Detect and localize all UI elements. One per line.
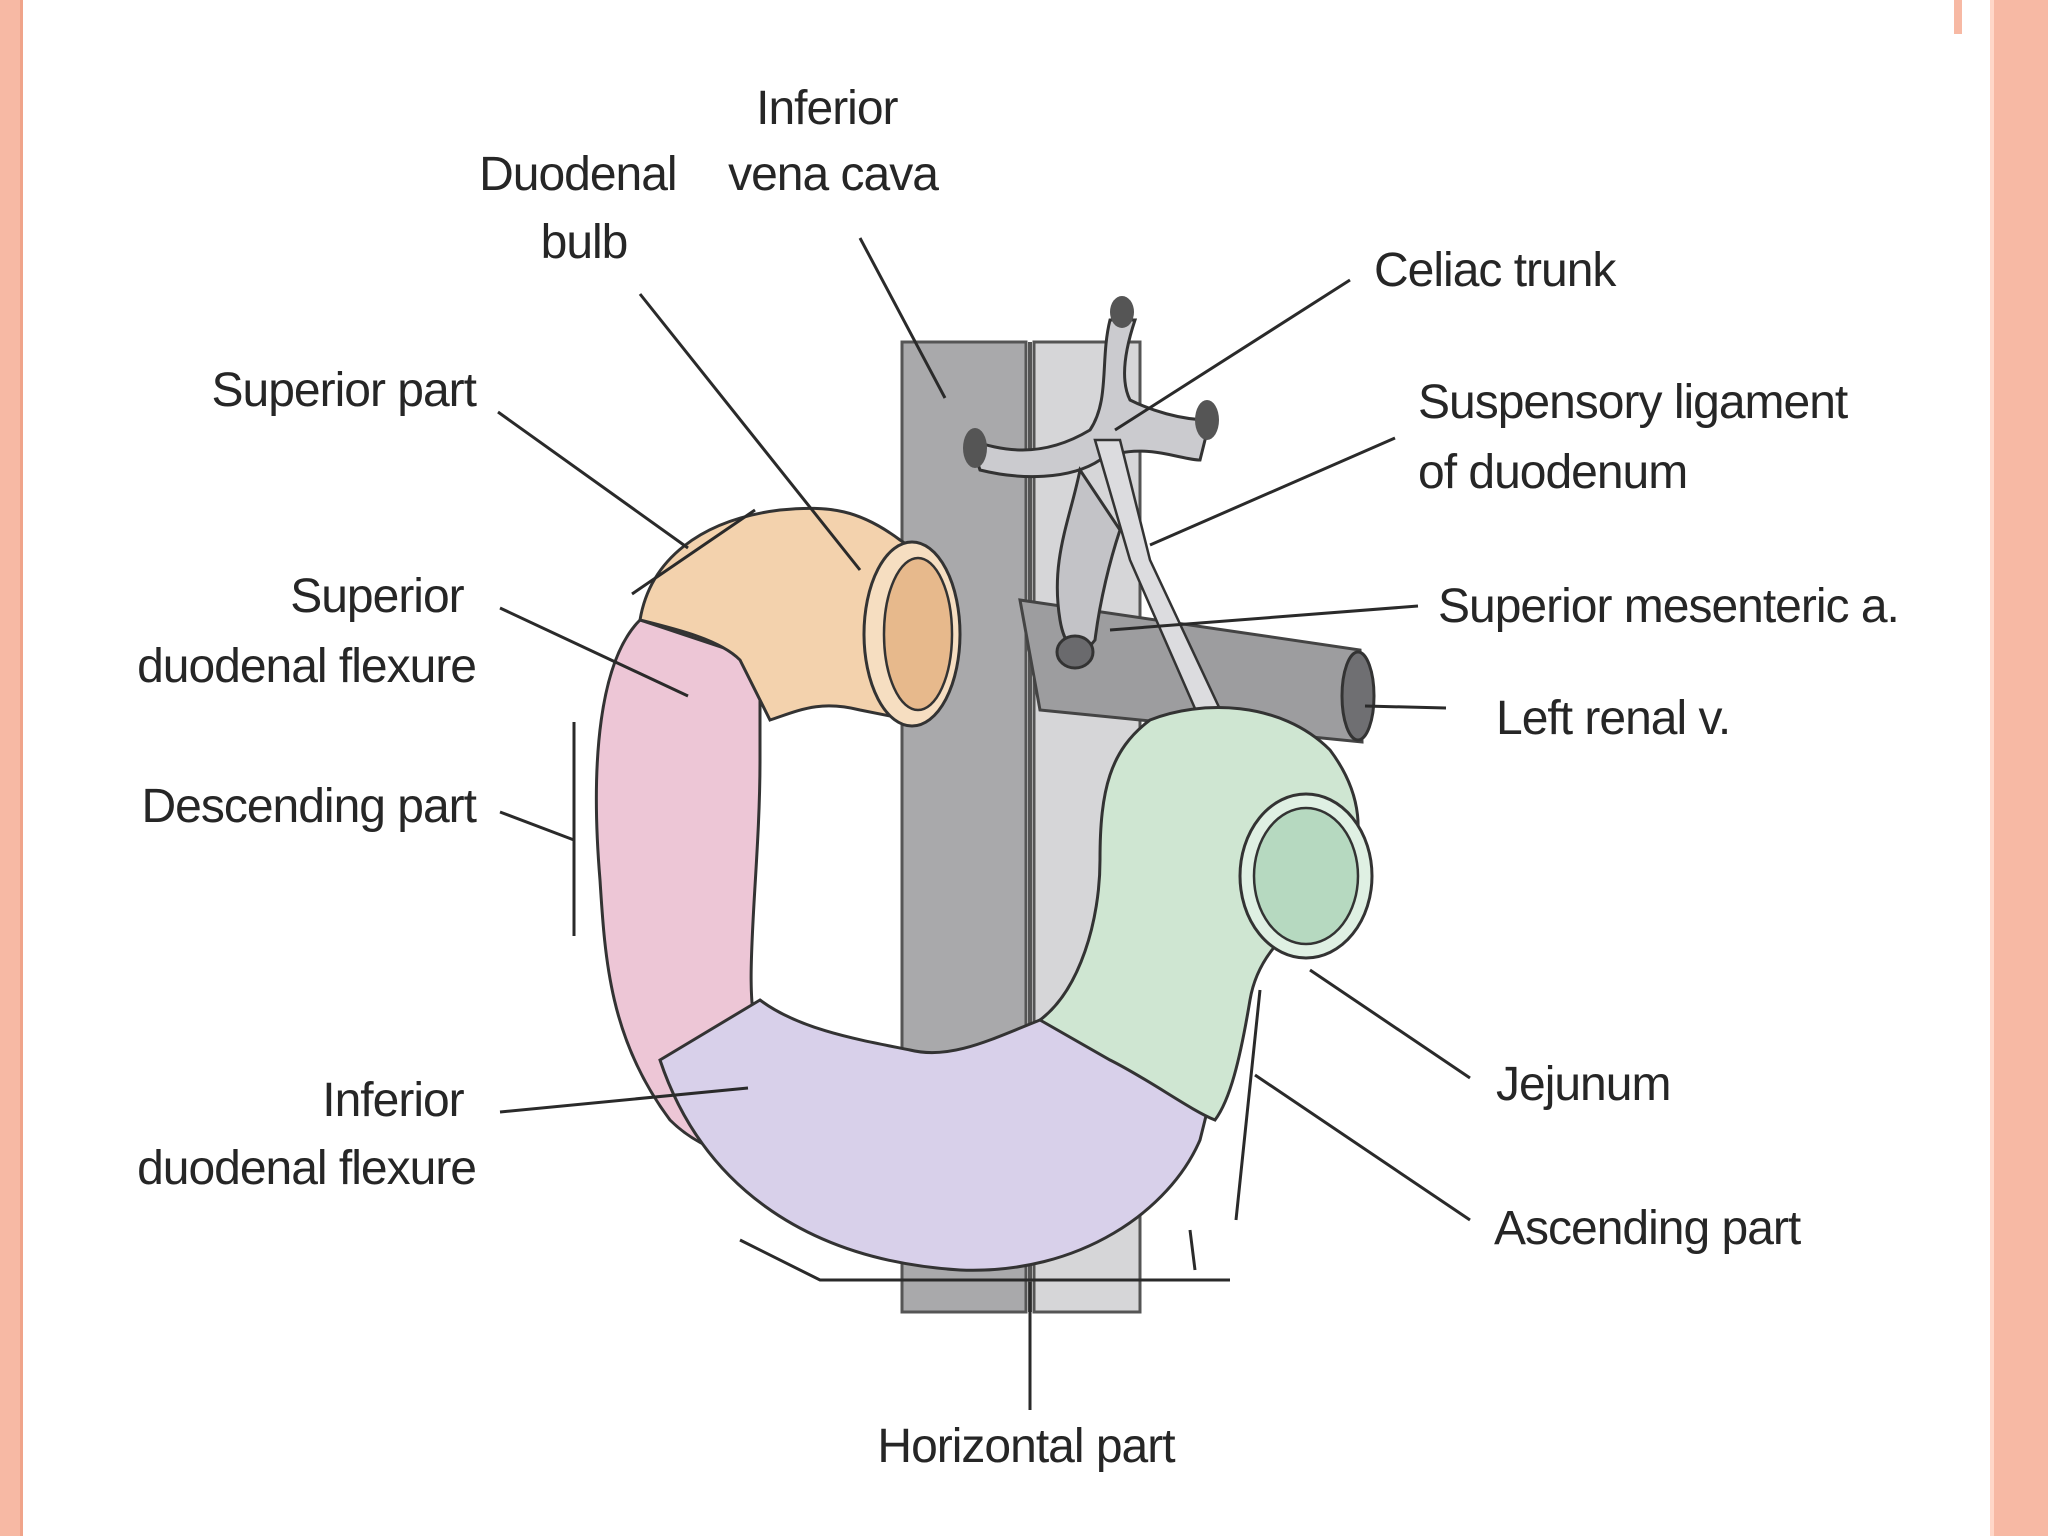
leader-duodenal-bulb (638, 293, 862, 571)
leader-left-renal-v (1364, 704, 1447, 710)
slide-border-right (1990, 0, 2048, 1536)
leader-inferior-duodenal-flexure (499, 1086, 749, 1114)
label-suspensory-ligament: Suspensory ligament of duodenum (1418, 376, 1860, 499)
label-superior-mesenteric-a: Superior mesenteric a. (1438, 580, 1899, 633)
label-inferior-vena-cava: Inferior vena cava (728, 82, 939, 201)
leader-jejunum (1309, 968, 1471, 1080)
superior-part-extent-line (631, 508, 756, 596)
leader-descending-part (499, 810, 575, 842)
ascending-part-extent-line (1234, 989, 1262, 1221)
duodenum-superior-part (638, 506, 932, 722)
left-renal-vein-opening (1340, 650, 1376, 742)
label-left-renal-v: Left renal v. (1496, 692, 1730, 745)
leader-ascending-part (1254, 1073, 1471, 1222)
horizontal-part-extent-tick (1188, 1229, 1197, 1271)
label-superior-part: Superior part (212, 364, 477, 417)
label-duodenal-bulb: Duodenal bulb (479, 148, 689, 269)
label-superior-duodenal-flexure: Superior duodenal flexure (137, 570, 476, 693)
celiac-trunk-opening-right (1195, 400, 1219, 440)
slide-border-left (0, 0, 23, 1536)
leader-inferior-vena-cava (858, 237, 947, 399)
label-ascending-part: Ascending part (1494, 1202, 1801, 1255)
label-jejunum: Jejunum (1496, 1058, 1670, 1111)
label-horizontal-part: Horizontal part (877, 1420, 1175, 1473)
leader-celiac-trunk (1114, 278, 1351, 432)
leader-superior-duodenal-flexure (499, 606, 689, 698)
label-inferior-duodenal-flexure: Inferior duodenal flexure (137, 1074, 476, 1195)
superior-mesenteric-opening (1055, 634, 1095, 670)
label-descending-part: Descending part (141, 780, 476, 833)
celiac-trunk-opening-left (963, 428, 987, 468)
leader-suspensory-ligament (1149, 436, 1396, 547)
horizontal-part-extent-line (739, 1238, 1230, 1282)
celiac-trunk-opening-top (1110, 296, 1134, 328)
jejunum-lumen (1252, 806, 1360, 946)
label-celiac-trunk: Celiac trunk (1374, 244, 1617, 297)
celiac-trunk (967, 318, 1212, 479)
duodenal-bulb-lumen (882, 556, 954, 712)
leader-superior-part (497, 410, 689, 550)
slide-corner-accent (1954, 0, 1962, 34)
leader-superior-mesenteric-a (1109, 604, 1419, 632)
